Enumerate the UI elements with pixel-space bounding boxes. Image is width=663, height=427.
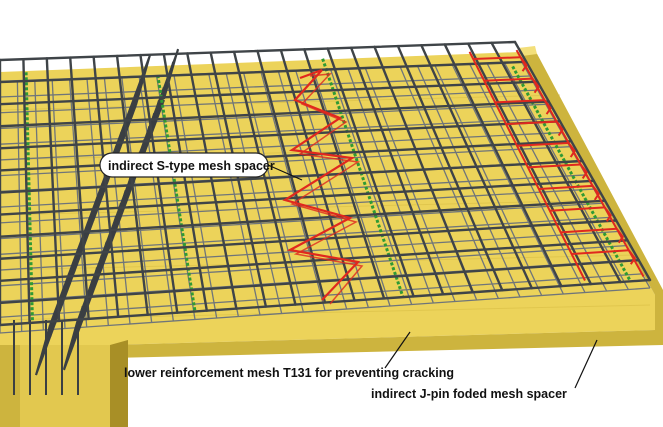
callout-s-spacer-box bbox=[99, 152, 269, 178]
formwork-beam-bottom bbox=[20, 345, 110, 427]
callout-lower-mesh-leader bbox=[384, 331, 411, 369]
j-pin-rung bbox=[484, 77, 533, 82]
j-pin-rung bbox=[549, 206, 605, 212]
callout-lower-mesh: lower reinforcement mesh T131 for preven… bbox=[124, 331, 454, 380]
formwork-front-edge bbox=[110, 330, 663, 358]
lower-mesh-bar bbox=[0, 75, 530, 98]
upper-mesh-bar bbox=[0, 258, 640, 305]
upper-mesh bbox=[0, 40, 652, 327]
beam-longitudinal-bar bbox=[49, 54, 151, 326]
upper-mesh-bar bbox=[0, 40, 517, 62]
lower-mesh-bar bbox=[0, 131, 562, 161]
green-spacer-strip bbox=[321, 58, 405, 298]
lower-mesh-bar bbox=[0, 202, 602, 240]
j-pin-rung bbox=[516, 142, 569, 147]
j-pin-spacers bbox=[468, 49, 645, 281]
upper-mesh-bar bbox=[0, 139, 573, 172]
upper-mesh-bar bbox=[0, 278, 652, 327]
j-pin-rung bbox=[560, 227, 617, 234]
j-pin-rung bbox=[571, 249, 629, 256]
upper-mesh-bar bbox=[0, 120, 562, 150]
callout-s-spacer: indirect S-type mesh spacer bbox=[99, 152, 303, 181]
j-pin-rail bbox=[468, 51, 586, 281]
j-pin-rail bbox=[515, 49, 645, 277]
label-j-pin-mesh-spacer: indirect J-pin foded mesh spacer bbox=[371, 387, 567, 401]
beam-longitudinal-bar bbox=[63, 99, 165, 371]
label-lower-reinforcement-mesh: lower reinforcement mesh T131 for preven… bbox=[124, 366, 454, 380]
green-spacer-strip bbox=[24, 72, 34, 323]
callout-j-pin: indirect J-pin foded mesh spacer bbox=[371, 339, 598, 401]
upper-mesh-bar bbox=[0, 159, 584, 194]
j-pin-rung bbox=[527, 163, 581, 169]
callout-j-pin-leader bbox=[574, 339, 598, 389]
beam-stirrup bbox=[63, 318, 79, 370]
lower-mesh-bar bbox=[0, 216, 610, 255]
formwork-beam-side-left bbox=[0, 345, 20, 427]
j-pin-rung bbox=[495, 99, 545, 104]
formwork-beam-side-right bbox=[110, 340, 128, 427]
upper-mesh-bar bbox=[0, 100, 550, 128]
lower-mesh-bar bbox=[0, 244, 626, 287]
s-type-spacer bbox=[282, 68, 364, 305]
j-pin-rung bbox=[505, 120, 557, 126]
upper-mesh-bar bbox=[0, 60, 528, 84]
j-pin-rung bbox=[538, 184, 593, 191]
label-s-type-mesh-spacer: indirect S-type mesh spacer bbox=[108, 159, 275, 173]
upper-mesh-bar bbox=[0, 239, 629, 283]
lower-mesh-bar bbox=[0, 273, 643, 318]
lower-mesh-bar bbox=[0, 89, 538, 114]
upper-mesh-bar bbox=[0, 80, 539, 106]
upper-mesh-bar bbox=[0, 179, 595, 216]
lower-mesh-bar bbox=[0, 287, 651, 334]
upper-mesh-bar bbox=[0, 199, 607, 238]
lower-mesh-bar bbox=[0, 117, 554, 145]
beam-longitudinal-bar bbox=[35, 104, 137, 376]
lower-mesh-bar bbox=[0, 146, 570, 177]
j-pin-rung bbox=[473, 56, 521, 61]
callout-s-spacer-leader bbox=[267, 164, 303, 181]
lower-mesh-bar bbox=[0, 103, 546, 130]
